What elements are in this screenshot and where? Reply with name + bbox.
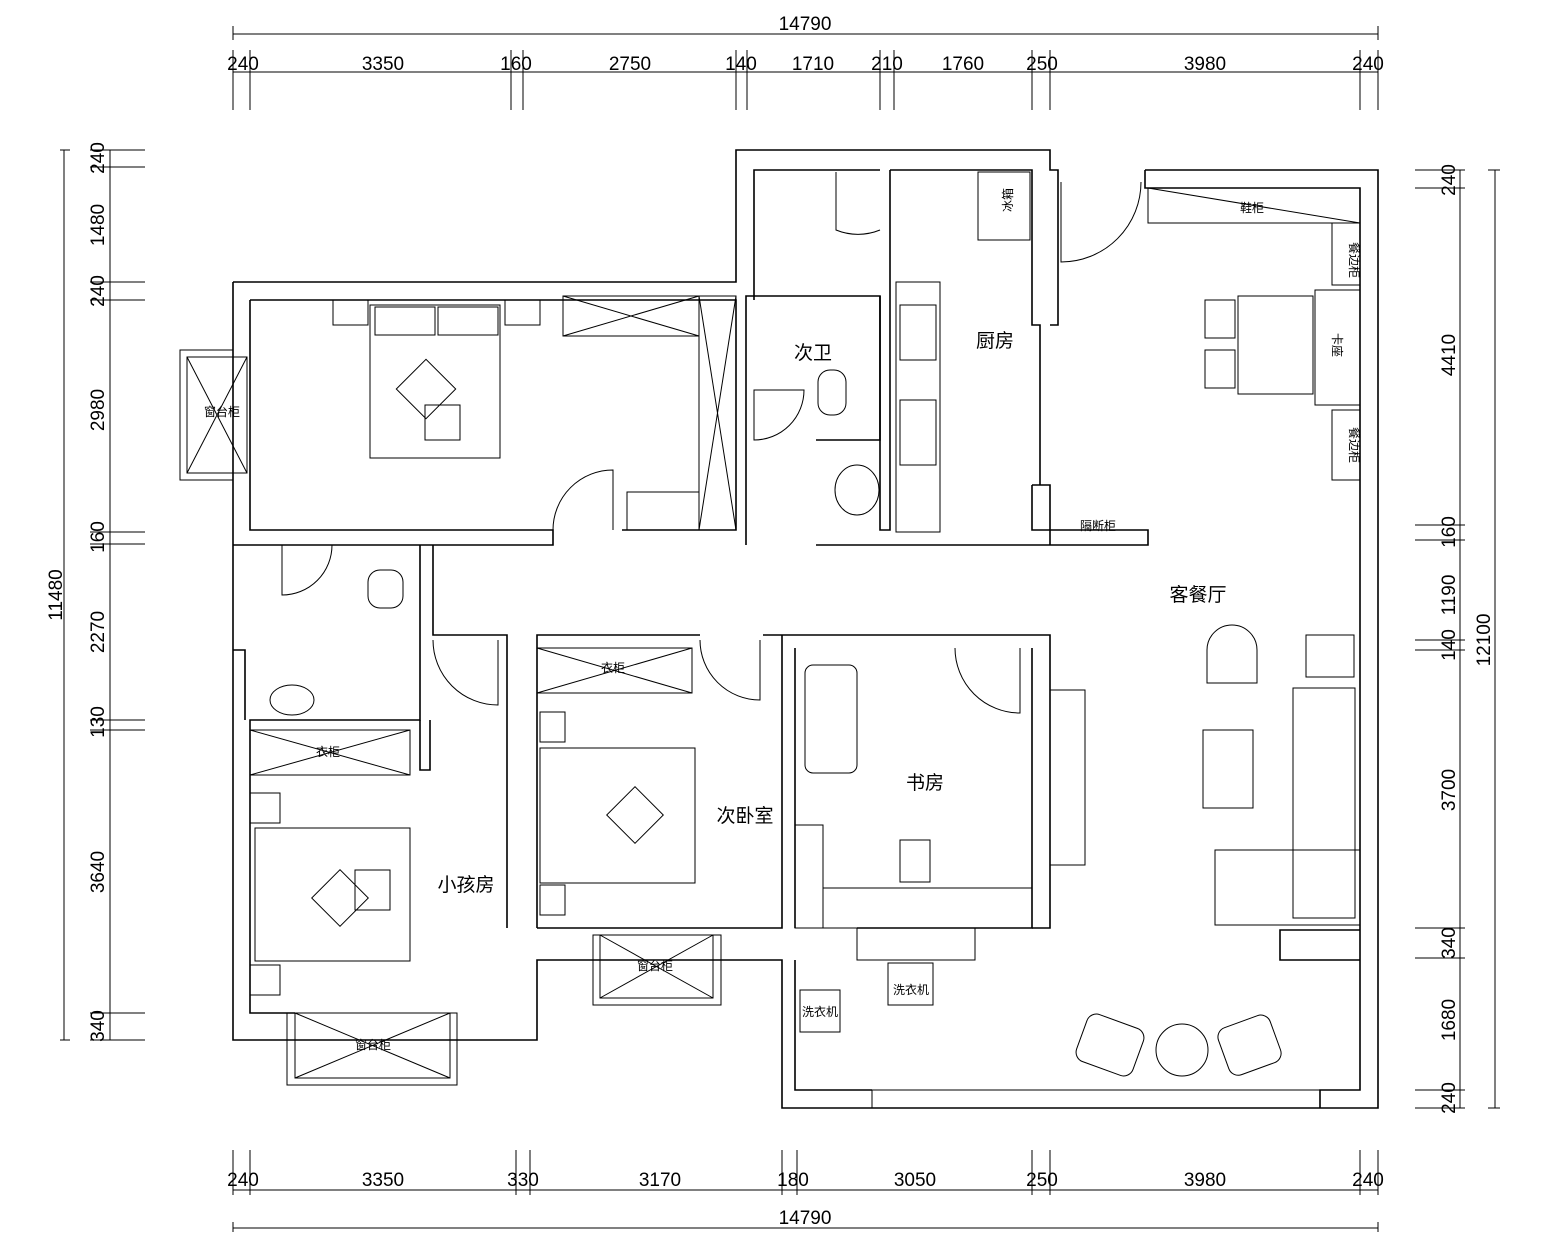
right-dim: 340 bbox=[1439, 927, 1460, 959]
right-dim: 240 bbox=[1439, 164, 1460, 196]
bottom-dim: 180 bbox=[777, 1170, 809, 1191]
bottom-dim: 3350 bbox=[362, 1170, 404, 1191]
top-dim: 240 bbox=[1352, 54, 1384, 75]
left-dim: 2270 bbox=[88, 611, 109, 653]
right-total-dim: 12100 bbox=[1474, 614, 1495, 667]
right-dim: 240 bbox=[1439, 1082, 1460, 1114]
label-booth: 卡座 bbox=[1330, 333, 1345, 357]
label-wardrobe: 衣柜 bbox=[601, 660, 625, 675]
room-study: 书房 bbox=[906, 772, 944, 794]
windows bbox=[179, 349, 1321, 1109]
bottom-dim: 240 bbox=[227, 1170, 259, 1191]
top-dim: 160 bbox=[500, 54, 532, 75]
top-dimensions: 14790 240 3350 160 2750 140 1710 210 176… bbox=[227, 14, 1384, 75]
label-window-cabinet: 窗台柜 bbox=[637, 958, 673, 973]
bottom-dim: 330 bbox=[507, 1170, 539, 1191]
bottom-dimensions: 240 3350 330 3170 180 3050 250 3980 240 … bbox=[227, 1170, 1384, 1229]
bottom-dim: 3050 bbox=[894, 1170, 936, 1191]
label-sideboard: 餐边柜 bbox=[1347, 242, 1362, 278]
left-dim: 240 bbox=[88, 142, 109, 174]
right-dim: 1680 bbox=[1439, 999, 1460, 1041]
doors bbox=[281, 172, 1142, 714]
label-fridge: 冰箱 bbox=[1000, 188, 1015, 212]
bottom-dim: 250 bbox=[1026, 1170, 1058, 1191]
right-dimensions: 240 4410 160 1190 140 3700 340 1680 240 … bbox=[1439, 164, 1495, 1114]
top-dim: 140 bbox=[725, 54, 757, 75]
label-shoe-cabinet: 鞋柜 bbox=[1240, 200, 1264, 215]
label-sideboard: 餐边柜 bbox=[1347, 427, 1362, 463]
left-dim: 340 bbox=[88, 1010, 109, 1042]
left-dim: 130 bbox=[88, 706, 109, 738]
left-dim: 1480 bbox=[88, 204, 109, 246]
top-dim: 1710 bbox=[792, 54, 834, 75]
room-secondary-bath: 次卫 bbox=[794, 342, 832, 364]
label-washer: 洗衣机 bbox=[802, 1004, 838, 1019]
top-dim: 250 bbox=[1026, 54, 1058, 75]
dimension-lines bbox=[63, 33, 1496, 1229]
top-dim: 2750 bbox=[609, 54, 651, 75]
left-dim: 240 bbox=[88, 275, 109, 307]
room-living-dining: 客餐厅 bbox=[1169, 584, 1226, 606]
right-dim: 140 bbox=[1439, 629, 1460, 661]
label-partition-cabinet: 隔断柜 bbox=[1080, 518, 1116, 533]
furniture-labels: 冰箱 鞋柜 餐边柜 餐边柜 卡座 窗台柜 隔断柜 衣柜 衣柜 窗台柜 窗台柜 洗… bbox=[204, 188, 1362, 1052]
room-kids: 小孩房 bbox=[437, 874, 494, 896]
bottom-dim: 3980 bbox=[1184, 1170, 1226, 1191]
left-dim: 3640 bbox=[88, 851, 109, 893]
right-dim: 4410 bbox=[1439, 334, 1460, 376]
left-dim: 160 bbox=[88, 521, 109, 553]
label-wardrobe: 衣柜 bbox=[316, 744, 340, 759]
right-dim: 1190 bbox=[1439, 575, 1460, 616]
top-dim: 3350 bbox=[362, 54, 404, 75]
room-second-bedroom: 次卧室 bbox=[716, 805, 773, 827]
dimension-ticks bbox=[60, 26, 1500, 1232]
right-dim: 160 bbox=[1439, 516, 1460, 548]
top-total-dim: 14790 bbox=[779, 14, 832, 35]
top-dim: 1760 bbox=[942, 54, 984, 75]
top-dim: 3980 bbox=[1184, 54, 1226, 75]
label-washer: 洗衣机 bbox=[893, 982, 929, 997]
room-kitchen: 厨房 bbox=[976, 330, 1014, 352]
top-dim: 240 bbox=[227, 54, 259, 75]
bottom-dim: 240 bbox=[1352, 1170, 1384, 1191]
bottom-total-dim: 14790 bbox=[779, 1208, 832, 1229]
label-window-cabinet: 窗台柜 bbox=[355, 1037, 391, 1052]
label-window-cabinet: 窗台柜 bbox=[204, 404, 240, 419]
bottom-dim: 3170 bbox=[639, 1170, 681, 1191]
walls bbox=[232, 149, 1379, 1109]
right-dim: 3700 bbox=[1439, 769, 1460, 811]
room-labels: 次卫 厨房 客餐厅 次卧室 书房 小孩房 bbox=[437, 330, 1226, 896]
furniture bbox=[249, 171, 1361, 1077]
top-dim: 210 bbox=[871, 54, 903, 75]
left-dim: 2980 bbox=[88, 389, 109, 431]
left-total-dim: 11480 bbox=[46, 569, 67, 620]
left-dimensions: 11480 240 1480 240 2980 160 2270 130 364… bbox=[46, 142, 109, 1042]
